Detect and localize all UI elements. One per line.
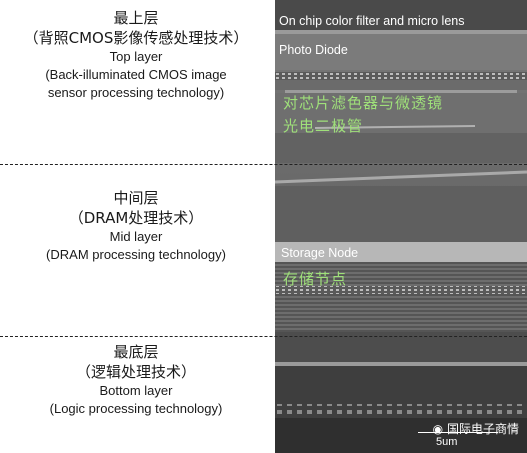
mid-layer-title-en: Mid layer bbox=[109, 229, 163, 244]
mid-layer-title-zh: 中间层 bbox=[113, 189, 159, 207]
top-layer-tech-zh: （背照CMOS影像传感处理技术） bbox=[23, 29, 249, 47]
top-layer-title-zh: 最上层 bbox=[113, 9, 159, 27]
bottom-layer-description: 最底层 （逻辑处理技术） Bottom layer (Logic process… bbox=[0, 342, 272, 418]
color-filter-label-zh: 对芯片滤色器与微透镜 bbox=[283, 94, 444, 112]
micrograph-texture bbox=[275, 0, 527, 453]
photodiode-label: Photo Diode bbox=[279, 43, 348, 57]
bottom-layer-tech-zh: （逻辑处理技术） bbox=[75, 363, 196, 381]
logic-layer-texture bbox=[275, 366, 527, 406]
top-layer-tech-en-line2: sensor processing technology) bbox=[47, 85, 225, 100]
watermark-text: 国际电子商情 bbox=[446, 422, 519, 436]
mid-layer-tech-en: (DRAM processing technology) bbox=[46, 247, 226, 262]
mid-layer-tech-zh: （DRAM处理技术） bbox=[68, 209, 204, 227]
top-layer-title-en: Top layer bbox=[109, 49, 163, 64]
divider-top-mid bbox=[0, 164, 527, 165]
top-wiring-row bbox=[275, 72, 527, 80]
scale-label: 5um bbox=[436, 436, 458, 448]
top-layer-description: 最上层 （背照CMOS影像传感处理技术） Top layer (Back-ill… bbox=[0, 8, 272, 102]
top-layer-tech-en-line1: (Back-illuminated CMOS image bbox=[45, 67, 227, 82]
bottom-layer-title-en: Bottom layer bbox=[99, 383, 173, 398]
dram-layer-texture bbox=[275, 262, 527, 332]
storage-node-label-zh: 存储节点 bbox=[283, 270, 348, 288]
cross-section-micrograph: On chip color filter and micro lens Phot… bbox=[275, 0, 527, 453]
divider-mid-bottom bbox=[0, 336, 527, 337]
layer-descriptions: 最上层 （背照CMOS影像传感处理技术） Top layer (Back-ill… bbox=[0, 8, 272, 418]
storage-node-band bbox=[275, 242, 527, 262]
photodiode-band bbox=[275, 34, 527, 70]
photodiode-label-zh: 光电二极管 bbox=[283, 117, 364, 135]
wechat-icon: ◉ bbox=[432, 422, 444, 436]
color-filter-label: On chip color filter and micro lens bbox=[279, 14, 465, 28]
scale-bar bbox=[418, 432, 498, 433]
microlens-band bbox=[275, 0, 527, 34]
bottom-layer-tech-en: (Logic processing technology) bbox=[49, 401, 223, 416]
watermark: ◉ 国际电子商情 bbox=[433, 420, 519, 437]
storage-node-label: Storage Node bbox=[281, 246, 359, 260]
bottom-layer-title-zh: 最底层 bbox=[113, 343, 159, 361]
mid-layer-description: 中间层 （DRAM处理技术） Mid layer (DRAM processin… bbox=[0, 188, 272, 264]
